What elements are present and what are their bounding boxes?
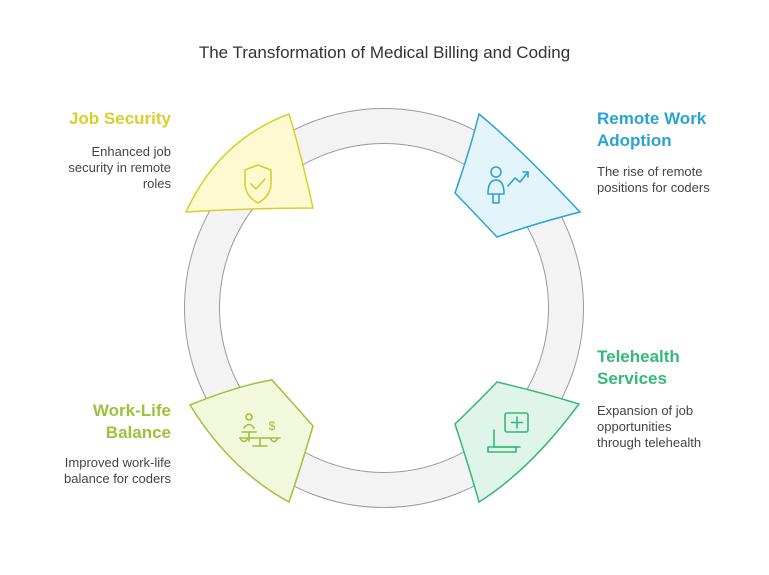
shield-check-icon (244, 164, 272, 204)
balance-scale-icon: $ (239, 413, 281, 447)
work-life-balance-description: Improved work-life balance for coders (64, 455, 171, 486)
telehealth-heading: Telehealth Services (597, 347, 680, 388)
remote-work-description: The rise of remote positions for coders (597, 164, 710, 195)
job-security-heading: Job Security (68, 109, 171, 128)
remote-work-heading: Remote Work Adoption (597, 109, 707, 150)
segment-job-security (184, 113, 314, 213)
segment-remote-work (454, 112, 582, 238)
segment-telehealth (454, 381, 581, 504)
telehealth-description: Expansion of job opportunities through t… (597, 403, 702, 450)
job-security-description: Enhanced job security in remote roles (68, 144, 171, 191)
person-growth-icon (487, 166, 529, 204)
telehealth-laptop-icon (487, 412, 529, 453)
segment-work-life-balance: $ (188, 379, 314, 504)
work-life-balance-heading: Work-Life Balance (92, 401, 171, 442)
svg-text:$: $ (269, 419, 276, 433)
ring-track (185, 109, 583, 507)
diagram-title: The Transformation of Medical Billing an… (198, 43, 571, 62)
